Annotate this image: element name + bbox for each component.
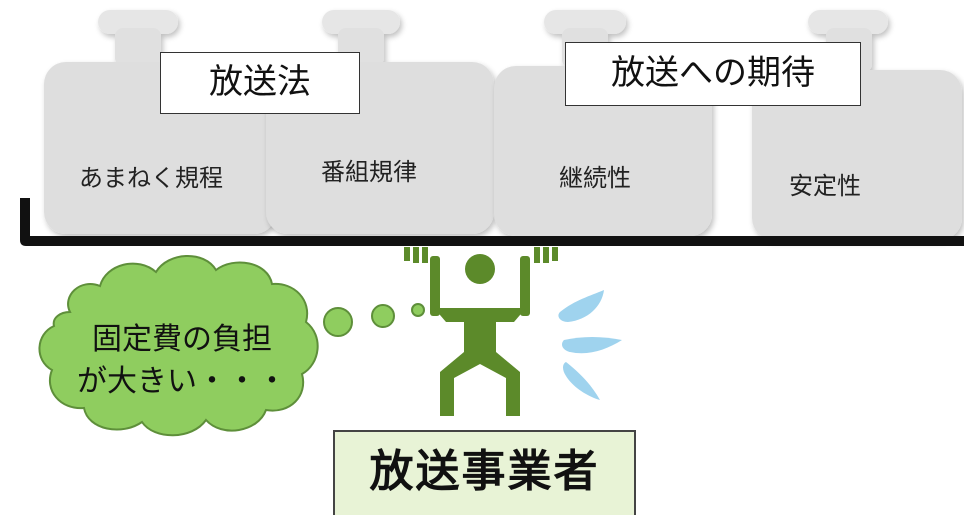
group-label-left: 放送法 bbox=[160, 52, 360, 114]
group-label-right: 放送への期待 bbox=[565, 42, 861, 106]
weight-2 bbox=[266, 10, 494, 234]
weight-label-4: 安定性 bbox=[789, 172, 861, 200]
barbell-bar bbox=[20, 198, 964, 246]
weight-label-3: 継続性 bbox=[559, 164, 631, 192]
thought-text-line2: が大きい・・・ bbox=[77, 364, 287, 399]
weight-label-2: 番組規律 bbox=[321, 158, 417, 186]
hands bbox=[404, 247, 558, 263]
weight-label-1: あまねく規程 bbox=[79, 164, 223, 192]
weight-1 bbox=[44, 10, 276, 234]
figure-icon bbox=[430, 254, 530, 416]
thought-text-line1: 固定費の負担 bbox=[92, 322, 272, 357]
sweat-icon bbox=[558, 290, 622, 400]
caption-box: 放送事業者 bbox=[333, 430, 636, 515]
thought-bubble bbox=[38, 255, 425, 437]
